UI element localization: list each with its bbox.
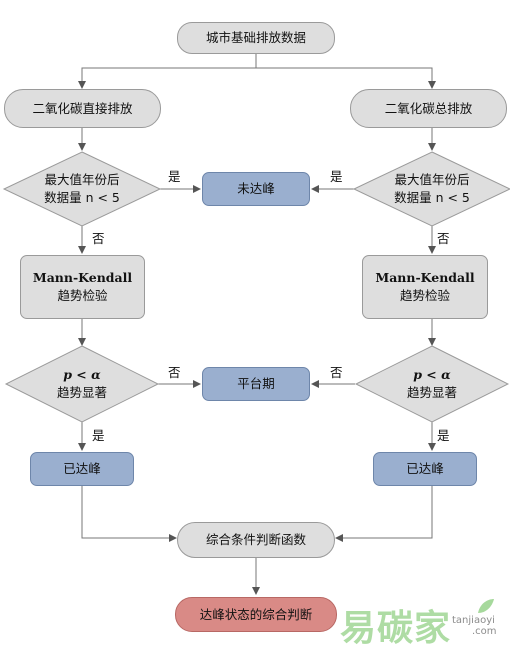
diamond-left-2-text: p < α 趋势显著 [32, 365, 132, 403]
node-mk-left-line1: Mann-Kendall [32, 270, 133, 285]
diamond-left-1-line2: 数据量 n < 5 [44, 190, 120, 205]
node-mk-right-line2: 趋势检验 [399, 288, 450, 303]
edge-label-yes-right-1: 是 [330, 169, 343, 184]
node-peaked-right: 已达峰 [373, 452, 477, 486]
edge-label-no-left-1: 否 [92, 231, 105, 246]
node-final: 达峰状态的综合判断 [175, 597, 337, 632]
diamond-left-2-line2: 趋势显著 [56, 385, 107, 400]
diamond-right-1-line2: 数据量 n < 5 [394, 190, 470, 205]
edge-label-no-right-2: 否 [330, 365, 343, 380]
watermark-logo: 易碳家 tanjiaoyi .com [338, 595, 508, 649]
watermark-domain-tld: .com [472, 626, 497, 637]
node-mk-left-line2: 趋势检验 [57, 288, 108, 303]
node-right-start: 二氧化碳总排放 [350, 89, 507, 128]
watermark-domain-name: tanjiaoyi [452, 615, 495, 626]
watermark-domain: tanjiaoyi .com [452, 615, 497, 637]
edge-label-yes-right-2: 是 [437, 428, 450, 443]
node-peaked-right-label: 已达峰 [406, 461, 444, 476]
diamond-left-1-line1: 最大值年份后 [44, 172, 120, 187]
watermark-brand: 易碳家 [340, 608, 452, 649]
node-mk-right-line1: Mann-Kendall [375, 270, 475, 285]
node-mk-right: Mann-Kendall 趋势检验 [362, 255, 488, 319]
diamond-right-1-text: 最大值年份后 数据量 n < 5 [372, 170, 492, 208]
edge-label-yes-left-1: 是 [168, 169, 181, 184]
node-not-peaked-label: 未达峰 [237, 181, 275, 196]
node-peaked-left: 已达峰 [30, 452, 134, 486]
node-not-peaked: 未达峰 [202, 172, 310, 206]
node-combine-label: 综合条件判断函数 [205, 532, 306, 547]
diamond-right-1-line1: 最大值年份后 [394, 172, 470, 187]
node-final-label: 达峰状态的综合判断 [199, 606, 313, 622]
edge-label-no-left-2: 否 [168, 365, 181, 380]
node-mk-left: Mann-Kendall 趋势检验 [20, 255, 145, 319]
node-plateau-label: 平台期 [237, 376, 275, 391]
node-left-start: 二氧化碳直接排放 [4, 89, 161, 128]
node-peaked-left-label: 已达峰 [63, 461, 101, 476]
node-combine: 综合条件判断函数 [177, 522, 335, 558]
node-root: 城市基础排放数据 [177, 22, 335, 54]
node-left-start-label: 二氧化碳直接排放 [32, 100, 133, 116]
edge-label-no-right-1: 否 [437, 231, 450, 246]
diamond-left-1-text: 最大值年份后 数据量 n < 5 [22, 170, 142, 208]
diamond-left-1 [2, 151, 162, 227]
edge-label-yes-left-2: 是 [92, 428, 105, 443]
watermark-leaf-icon [478, 599, 494, 613]
diamond-right-2-line1: p < α [413, 367, 451, 382]
diamond-right-1 [352, 151, 510, 227]
diamond-right-2-text: p < α 趋势显著 [382, 365, 482, 403]
diamond-left-2-line1: p < α [63, 367, 101, 382]
node-root-label: 城市基础排放数据 [205, 30, 306, 45]
node-right-start-label: 二氧化碳总排放 [384, 100, 473, 116]
node-plateau: 平台期 [202, 367, 310, 401]
diamond-right-2-line2: 趋势显著 [406, 385, 457, 400]
diamond-left-2 [4, 345, 160, 423]
diamond-right-2 [354, 345, 510, 423]
